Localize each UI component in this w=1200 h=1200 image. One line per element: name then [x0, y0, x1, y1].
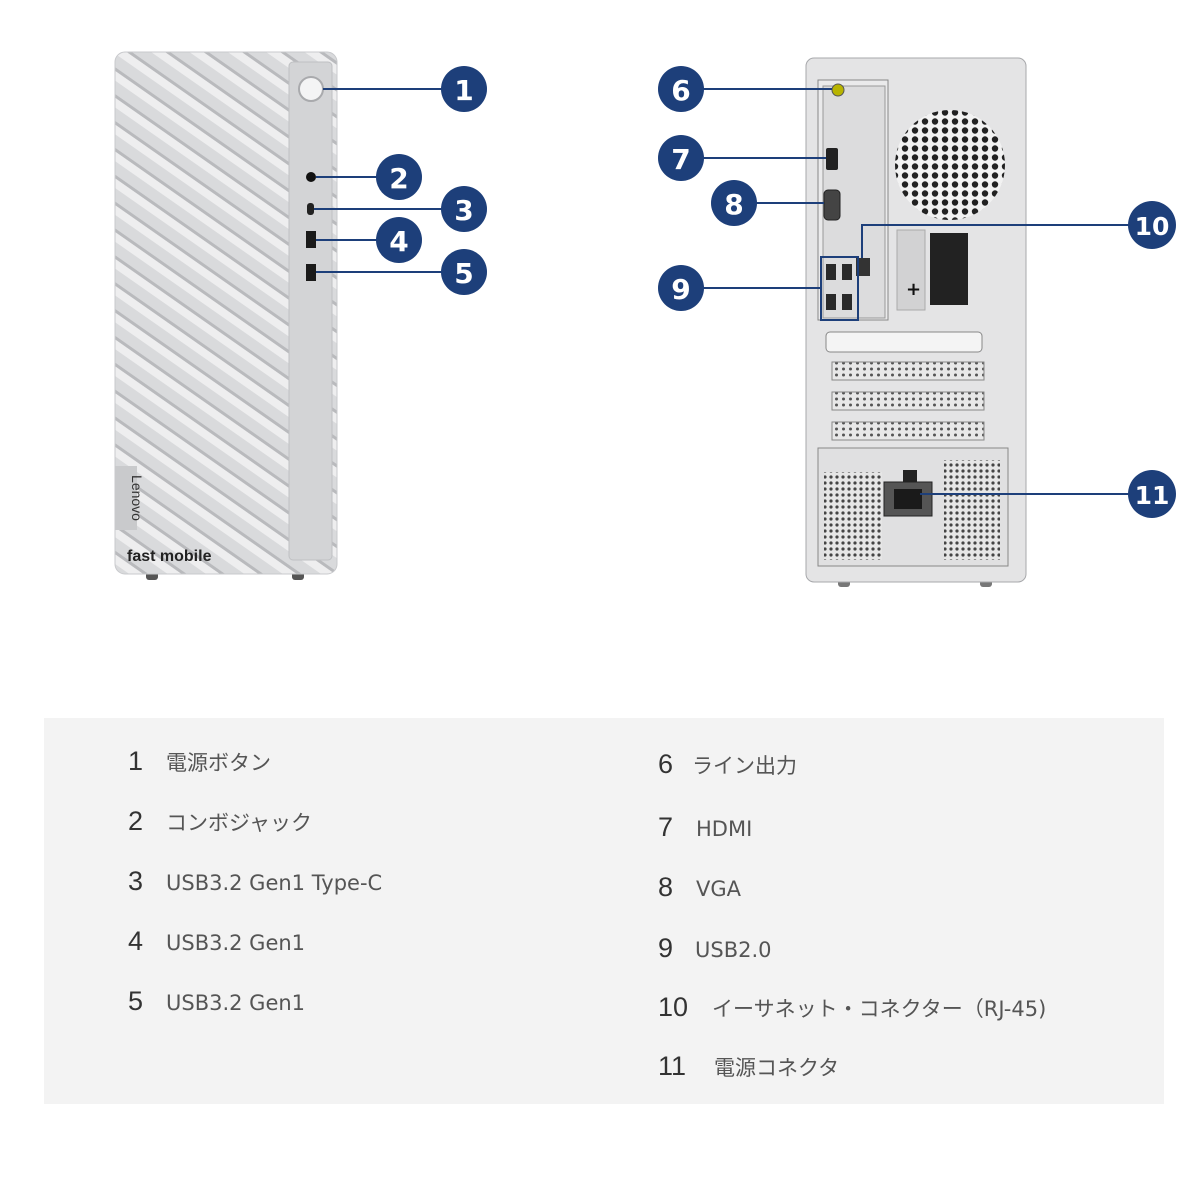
legend-label: USB3.2 Gen1 Type-C	[166, 871, 382, 895]
svg-text:4: 4	[389, 225, 408, 258]
usb-a-port-2	[306, 264, 316, 281]
rear-tower: +	[806, 58, 1026, 587]
usb-a-port-1	[306, 231, 316, 248]
expansion-bracket-top	[826, 332, 982, 352]
expansion-slot-1	[832, 362, 984, 380]
legend-label: USB3.2 Gen1	[166, 991, 305, 1015]
psu-mesh-left	[824, 472, 882, 560]
power-inlet-socket	[894, 489, 922, 509]
vent-block	[930, 233, 968, 305]
legend-number: 7	[658, 812, 696, 843]
usb-c-port	[307, 203, 314, 215]
usb2-port-1	[826, 264, 836, 280]
line-out-port	[832, 84, 844, 96]
legend-number: 10	[658, 992, 712, 1023]
legend-number: 1	[128, 746, 166, 777]
legend-item-8: 8 VGA	[658, 872, 741, 903]
product-figure: Lenovo fast mobile +	[0, 0, 1200, 640]
callout-6: 6	[658, 66, 704, 112]
legend-item-4: 4 USB3.2 Gen1	[128, 926, 305, 957]
svg-text:9: 9	[671, 273, 690, 306]
svg-text:10: 10	[1135, 212, 1170, 241]
legend-item-7: 7 HDMI	[658, 812, 752, 843]
callout-badges: 1 2 3 4 5 6 7 8 9 10 11	[376, 66, 1176, 518]
legend-label: 電源ボタン	[166, 747, 271, 777]
callout-5: 5	[441, 249, 487, 295]
callout-4: 4	[376, 217, 422, 263]
legend-number: 6	[658, 749, 692, 780]
front-io-strip	[289, 62, 332, 560]
svg-text:2: 2	[389, 162, 408, 195]
exhaust-fan	[895, 110, 1005, 220]
expansion-slot-2	[832, 392, 984, 410]
legend-item-5: 5 USB3.2 Gen1	[128, 986, 305, 1017]
tower-illustration: Lenovo fast mobile +	[0, 0, 1200, 640]
legend-label: USB2.0	[695, 938, 772, 962]
legend-number: 5	[128, 986, 166, 1017]
usb2-port-3	[826, 294, 836, 310]
legend-number: 8	[658, 872, 696, 903]
svg-text:3: 3	[454, 194, 473, 227]
legend-label: ライン出力	[692, 750, 797, 780]
usb2-port-4	[842, 294, 852, 310]
legend-item-3: 3 USB3.2 Gen1 Type-C	[128, 866, 382, 897]
power-switch	[903, 470, 917, 482]
callout-7: 7	[658, 135, 704, 181]
legend-label: 電源コネクタ	[714, 1052, 839, 1082]
callout-9: 9	[658, 265, 704, 311]
callout-8: 8	[711, 180, 757, 226]
callout-1: 1	[441, 66, 487, 112]
legend-label: イーサネット・コネクター（RJ-45)	[712, 993, 1046, 1023]
legend-item-9: 9 USB2.0	[658, 933, 772, 964]
legend-item-2: 2 コンボジャック	[128, 806, 312, 837]
legend-item-11: 11 電源コネクタ	[658, 1051, 839, 1082]
callout-2: 2	[376, 154, 422, 200]
legend-label: HDMI	[696, 817, 752, 841]
legend-item-1: 1 電源ボタン	[128, 746, 271, 777]
power-button	[299, 77, 323, 101]
usb2-port-2	[842, 264, 852, 280]
watermark-text: fast mobile	[127, 548, 212, 565]
callout-3: 3	[441, 186, 487, 232]
callout-11: 11	[1128, 470, 1176, 518]
legend-item-6: 6 ライン出力	[658, 749, 797, 780]
port-legend-panel: 1 電源ボタン 2 コンボジャック 3 USB3.2 Gen1 Type-C 4…	[44, 718, 1164, 1104]
svg-text:5: 5	[454, 257, 473, 290]
vga-port	[824, 190, 840, 220]
legend-number: 4	[128, 926, 166, 957]
legend-label: VGA	[696, 877, 741, 901]
svg-text:1: 1	[454, 74, 473, 107]
legend-label: USB3.2 Gen1	[166, 931, 305, 955]
legend-number: 2	[128, 806, 166, 837]
legend-item-10: 10 イーサネット・コネクター（RJ-45)	[658, 992, 1046, 1023]
expansion-slot-3	[832, 422, 984, 440]
legend-label: コンボジャック	[166, 807, 312, 837]
svg-text:6: 6	[671, 74, 690, 107]
hdmi-port	[826, 148, 838, 170]
legend-number: 3	[128, 866, 166, 897]
legend-number: 9	[658, 933, 695, 964]
combo-jack-port	[306, 172, 316, 182]
svg-text:7: 7	[671, 143, 690, 176]
lenovo-logo: Lenovo	[129, 475, 145, 521]
psu-mesh-right	[944, 460, 1000, 560]
legend-number: 11	[658, 1051, 714, 1082]
callout-10: 10	[1128, 201, 1176, 249]
svg-text:11: 11	[1135, 481, 1170, 510]
front-tower: Lenovo fast mobile	[115, 52, 337, 580]
plus-mark: +	[906, 279, 921, 300]
svg-text:8: 8	[724, 188, 743, 221]
